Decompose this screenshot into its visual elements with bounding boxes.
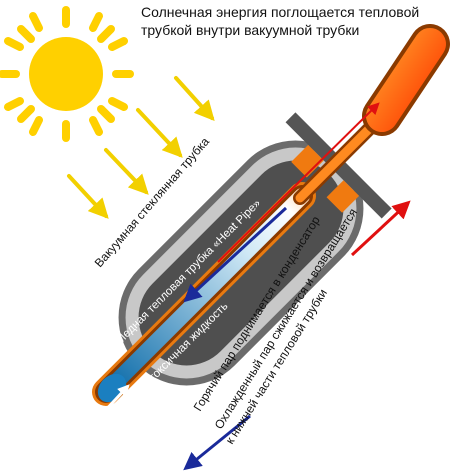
condenser-neck <box>293 113 385 205</box>
hot-vapor-legend-arrow <box>350 200 411 257</box>
liquid-rise-arrow <box>100 384 130 416</box>
caption-line-2: трубкой внутри вакуумной трубки <box>141 22 360 38</box>
diagram-caption: Солнечная энергия поглощается тепловой т… <box>141 3 441 39</box>
tube-seal-left <box>291 144 324 178</box>
sunray-arrow <box>104 148 149 195</box>
sunray-arrow <box>67 174 109 219</box>
sunray-arrow <box>174 76 215 121</box>
heat-pipe-interior <box>98 188 310 400</box>
cold-return-arrow <box>183 206 288 303</box>
cold-return-legend-arrow <box>183 414 251 471</box>
copper-heat-pipe <box>92 182 316 406</box>
sunray-arrow <box>136 108 183 158</box>
hot-vapor-arrow <box>217 102 380 263</box>
tube-seal-right <box>326 180 360 213</box>
sunray-arrows <box>67 76 215 219</box>
caption-line-1: Солнечная энергия поглощается тепловой <box>141 4 420 20</box>
condenser-bulb <box>362 24 450 136</box>
sun-icon <box>0 6 134 142</box>
